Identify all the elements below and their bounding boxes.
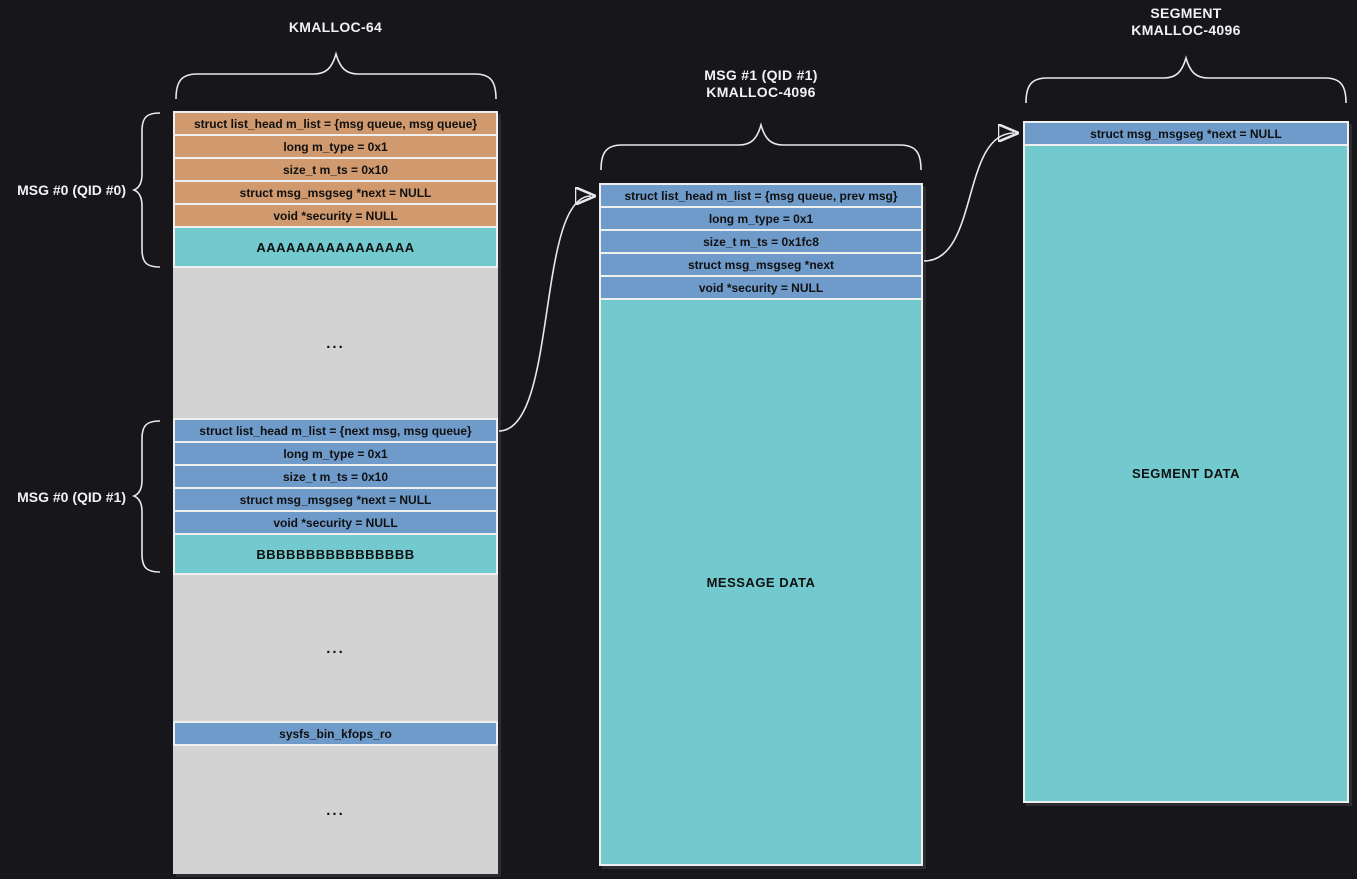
brace-msg0-qid1 bbox=[131, 420, 161, 573]
title-segment-line1: SEGMENT bbox=[1150, 5, 1222, 21]
row-sysfs-bin-kfops-ro: sysfs_bin_kfops_ro bbox=[175, 723, 496, 744]
label-msg0-qid0: MSG #0 (QID #0) bbox=[17, 182, 126, 198]
row-m-type: long m_type = 0x1 bbox=[175, 443, 496, 464]
row-m-type: long m_type = 0x1 bbox=[601, 208, 921, 229]
label-msg0-qid1: MSG #0 (QID #1) bbox=[17, 489, 126, 505]
row-m-ts: size_t m_ts = 0x10 bbox=[175, 466, 496, 487]
row-security: void *security = NULL bbox=[175, 205, 496, 226]
brace-kmalloc-64 bbox=[175, 51, 497, 100]
row-next: struct msg_msgseg *next = NULL bbox=[175, 489, 496, 510]
truncated-region: ... bbox=[173, 746, 498, 874]
row-next: struct msg_msgseg *next = NULL bbox=[1025, 123, 1347, 144]
truncated-region: ... bbox=[173, 268, 498, 418]
row-next: struct msg_msgseg *next = NULL bbox=[175, 182, 496, 203]
row-security: void *security = NULL bbox=[601, 277, 921, 298]
title-segment-line2: KMALLOC-4096 bbox=[1131, 22, 1241, 38]
segment-allocation: struct msg_msgseg *next = NULL SEGMENT D… bbox=[1023, 121, 1349, 803]
row-m-ts: size_t m_ts = 0x10 bbox=[175, 159, 496, 180]
brace-segment bbox=[1025, 55, 1347, 104]
row-security: void *security = NULL bbox=[175, 512, 496, 533]
row-m-list: struct list_head m_list = {msg queue, ms… bbox=[175, 113, 496, 134]
segment-data-region: SEGMENT DATA bbox=[1025, 146, 1347, 801]
title-msg1-line1: MSG #1 (QID #1) bbox=[704, 67, 818, 83]
row-m-ts: size_t m_ts = 0x1fc8 bbox=[601, 231, 921, 252]
truncated-region: ... bbox=[173, 575, 498, 721]
brace-msg0-qid0 bbox=[131, 112, 161, 268]
msg0-qid0-data: AAAAAAAAAAAAAAAA bbox=[175, 228, 496, 266]
msg0-qid1-data: BBBBBBBBBBBBBBBB bbox=[175, 535, 496, 573]
arrow-qid1-to-msg1 bbox=[498, 186, 608, 432]
kmalloc64-slab: struct list_head m_list = {msg queue, ms… bbox=[173, 111, 498, 874]
title-segment: SEGMENT KMALLOC-4096 bbox=[1023, 5, 1349, 39]
row-m-list: struct list_head m_list = {msg queue, pr… bbox=[601, 185, 921, 206]
title-msg1: MSG #1 (QID #1) KMALLOC-4096 bbox=[599, 67, 923, 101]
row-next: struct msg_msgseg *next bbox=[601, 254, 921, 275]
row-m-type: long m_type = 0x1 bbox=[175, 136, 496, 157]
arrow-msg1-to-segment bbox=[923, 122, 1031, 262]
brace-msg1 bbox=[600, 122, 922, 171]
title-kmalloc-64: KMALLOC-64 bbox=[288, 19, 383, 35]
title-msg1-line2: KMALLOC-4096 bbox=[706, 84, 816, 100]
row-m-list: struct list_head m_list = {next msg, msg… bbox=[175, 420, 496, 441]
msg1-allocation: struct list_head m_list = {msg queue, pr… bbox=[599, 183, 923, 866]
message-data-region: MESSAGE DATA bbox=[601, 300, 921, 864]
